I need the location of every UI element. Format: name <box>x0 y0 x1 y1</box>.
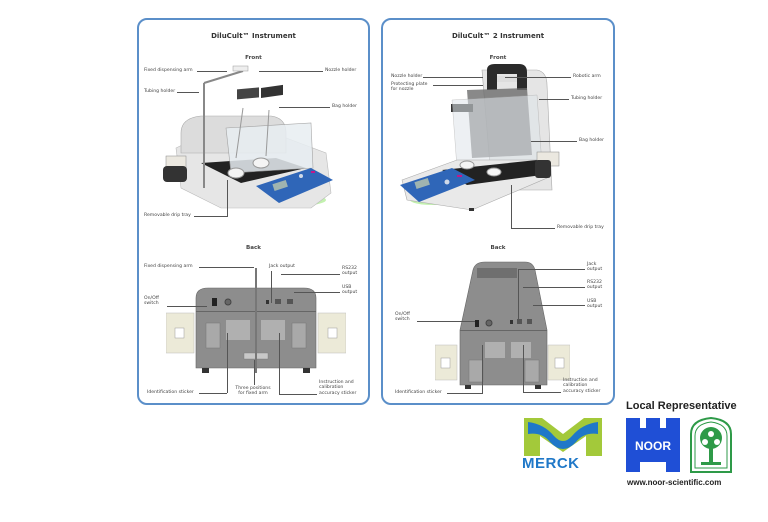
leader-line <box>518 269 519 324</box>
label-nozzle-holder: Nozzle holder <box>325 68 357 73</box>
leader-line <box>227 333 228 393</box>
label-robotic-arm: Robotic arm <box>573 74 601 79</box>
label-rs232-output: RS232 output <box>587 280 603 291</box>
leader-line <box>505 77 571 78</box>
label-nozzle-holder: Nozzle holder <box>391 74 423 79</box>
label-tubing-holder: Tubing holder <box>144 89 176 94</box>
noor-logo: NOOR <box>626 418 680 472</box>
back-heading: Back <box>245 245 262 251</box>
label-fixed-dispensing-arm: Fixed dispensing arm <box>144 68 193 73</box>
dilucult-panel: DiluCult™ Instrument Front Back <box>137 18 370 405</box>
merck-logo-icon <box>524 416 602 458</box>
leader-line <box>423 77 483 78</box>
label-bag-holder: Bag holder <box>579 138 604 143</box>
label-usb-output: USB output <box>587 299 603 310</box>
label-bag-holder: Bag holder <box>332 104 357 109</box>
leader-line <box>533 305 585 306</box>
leader-line <box>199 393 227 394</box>
leader-line <box>523 287 585 288</box>
label-rs232-output: RS232 output <box>342 266 358 277</box>
front-heading: Front <box>245 55 262 61</box>
leader-line <box>433 85 483 86</box>
panel-title: DiluCult™ Instrument <box>211 32 296 40</box>
leader-line <box>259 71 323 72</box>
leader-line <box>523 345 524 393</box>
merck-wordmark: MERCK <box>522 455 580 472</box>
label-protecting-plate: Protecting plate for nozzle <box>391 82 428 93</box>
label-removable-drip-tray: Removable drip tray <box>144 213 191 218</box>
label-on-off-switch: On/Off switch <box>395 312 410 323</box>
label-fixed-dispensing-arm-back: Fixed dispensing arm <box>144 264 193 269</box>
label-three-positions: Three positions for fixed arm <box>235 386 271 397</box>
label-jack-output: Jack output <box>587 262 603 273</box>
leader-line <box>167 306 207 307</box>
leader-line <box>511 228 555 229</box>
leader-line <box>177 92 199 93</box>
dilucult-2-front-image <box>397 60 567 225</box>
label-tubing-holder: Tubing holder <box>571 96 603 101</box>
label-identification-sticker: Identification sticker <box>395 390 442 395</box>
dilucult-2-panel: DiluCult™ 2 Instrument Front Back <box>381 18 615 405</box>
label-jack-output: Jack output <box>269 264 295 269</box>
leader-line <box>254 360 255 385</box>
leader-line <box>199 267 254 268</box>
leader-line <box>539 99 569 100</box>
leader-line <box>279 333 280 394</box>
leader-line <box>417 321 475 322</box>
leader-line <box>227 180 228 217</box>
label-usb-output: USB output <box>342 285 358 296</box>
leader-line <box>294 292 340 293</box>
label-instruction-sticker: Instruction and calibration accuracy sti… <box>563 378 601 394</box>
label-on-off-switch: On/Off switch <box>144 296 159 307</box>
leader-line <box>531 141 577 142</box>
leader-line <box>447 393 482 394</box>
leader-line <box>194 216 227 217</box>
dilucult-2-back-image <box>435 260 570 390</box>
dilucult-back-image <box>166 268 346 378</box>
label-removable-drip-tray: Removable drip tray <box>557 225 604 230</box>
label-identification-sticker: Identification sticker <box>147 390 194 395</box>
leader-line <box>279 107 330 108</box>
front-heading: Front <box>489 55 507 61</box>
leader-line <box>518 269 585 270</box>
leader-line <box>197 71 227 72</box>
dilucult-front-image <box>161 58 341 228</box>
back-heading: Back <box>490 245 506 251</box>
website-link[interactable]: www.noor-scientific.com <box>627 478 722 487</box>
leader-line <box>482 345 483 394</box>
noor-logo-text: NOOR <box>635 439 671 453</box>
leader-line <box>279 394 317 395</box>
panel-title: DiluCult™ 2 Instrument <box>451 32 545 40</box>
local-representative-heading: Local Representative <box>626 400 737 412</box>
leader-line <box>271 271 272 303</box>
leader-line <box>523 392 561 393</box>
tree-emblem-icon <box>689 416 733 474</box>
leader-line <box>511 185 512 229</box>
leader-line <box>281 274 340 275</box>
label-instruction-sticker: Instruction and calibration accuracy sti… <box>319 380 357 396</box>
